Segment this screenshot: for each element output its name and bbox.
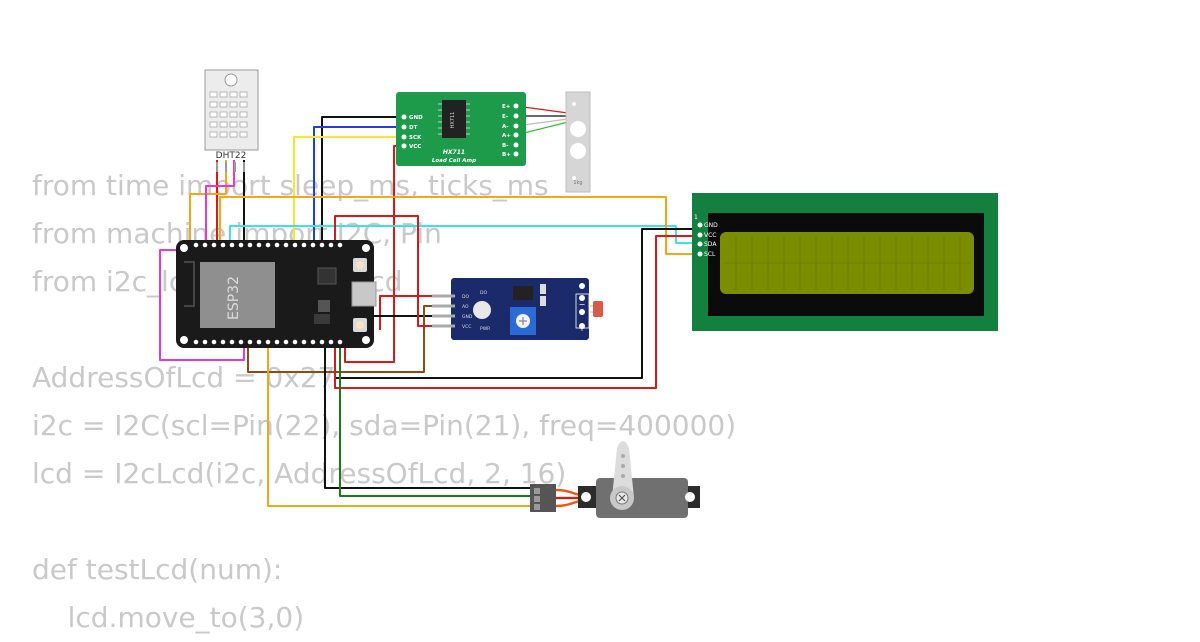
hx711-chip-label: HX711: [450, 112, 456, 129]
ldr-pin-do: DO: [462, 294, 469, 300]
wire-servo-gnd[interactable]: [324, 340, 536, 489]
ldr-led-do-label: DO: [480, 290, 487, 296]
hx711-pin-gnd: GND: [409, 115, 423, 121]
ldr-pin-ao: AO: [462, 304, 469, 310]
wire-lcd-scl[interactable]: [219, 196, 700, 255]
code-line: lcd = I2cLcd(i2c, AddressOfLcd, 2, 16): [32, 457, 567, 490]
hx711-pin-e-minus: E-: [502, 114, 508, 120]
lcd-pin-gnd: GND: [704, 222, 718, 229]
code-line: def testLcd(num):: [32, 553, 283, 586]
wire-servo-vcc[interactable]: [339, 340, 536, 497]
wire-ldr-gnd[interactable]: [369, 315, 455, 340]
servo-motor[interactable]: [530, 441, 700, 518]
wire-ldr-vcc[interactable]: [334, 215, 455, 327]
hx711-pin-b-minus: B-: [502, 143, 508, 149]
wire-magenta-loop[interactable]: [159, 249, 245, 361]
load-cell-label: 1kg: [573, 180, 582, 186]
lcd-pin-sda: SDA: [704, 241, 717, 248]
hx711-pin-a-minus: A-: [502, 124, 509, 130]
hx711-subtitle: Load Cell Amp: [432, 158, 476, 164]
lcd-16x2-display[interactable]: 1 GND VCC SDA SCL: [692, 193, 998, 331]
esp32-label: ESP32: [226, 276, 242, 320]
hx711-pin-e-plus: E+: [502, 104, 511, 110]
esp32-header-top: [193, 242, 343, 248]
wire-hx711-dt[interactable]: [313, 126, 402, 250]
wire-hx711-gnd[interactable]: [321, 116, 402, 250]
wire-lcd-sda[interactable]: [229, 225, 700, 248]
ldr-sensor-module[interactable]: DO AO GND VCC DO PWR − +: [432, 278, 603, 340]
wire-ldr-do[interactable]: [379, 295, 455, 330]
lcd-pin-scl: SCL: [704, 251, 716, 258]
ldr-plus-label: +: [579, 324, 586, 333]
code-line: lcd.move_to(3,0): [32, 601, 305, 634]
dht22-sensor[interactable]: DHT22: [204, 69, 259, 172]
esp32-header-bottom: [193, 339, 343, 345]
wire-dht-data[interactable]: [189, 160, 227, 252]
wire-dht-extra[interactable]: [205, 160, 235, 252]
ldr-led-pwr-label: PWR: [480, 326, 490, 332]
hx711-pin-dt: DT: [409, 125, 418, 131]
hx711-board[interactable]: HX711 GND DT SCK VCC E+ E- A- A+ B- B+ H…: [396, 92, 526, 166]
hx711-title: HX711: [443, 149, 465, 156]
wires: [159, 105, 700, 507]
lcd-pin-vcc: VCC: [704, 232, 716, 239]
code-line: i2c = I2C(scl=Pin(22), sda=Pin(21), freq…: [32, 409, 737, 442]
dht22-label: DHT22: [216, 151, 247, 161]
lcd-char-grid: [724, 236, 970, 290]
code-line: AddressOfLcd = 0x27: [32, 361, 336, 394]
lcd-pin1-marker: 1: [694, 214, 698, 221]
hx711-pin-a-plus: A+: [502, 133, 511, 139]
esp32-board[interactable]: ESP32: [176, 240, 377, 348]
wire-hx711-sck[interactable]: [293, 136, 402, 250]
hx711-pin-vcc: VCC: [409, 144, 421, 150]
ldr-pin-gnd: GND: [462, 314, 473, 320]
ldr-minus-label: −: [579, 300, 586, 309]
ldr-pin-vcc: VCC: [462, 324, 471, 330]
esp32-antenna: [184, 261, 195, 307]
load-cell[interactable]: 1kg: [565, 91, 591, 193]
hx711-pin-b-plus: B+: [502, 152, 511, 158]
hx711-pin-sck: SCK: [409, 135, 422, 141]
